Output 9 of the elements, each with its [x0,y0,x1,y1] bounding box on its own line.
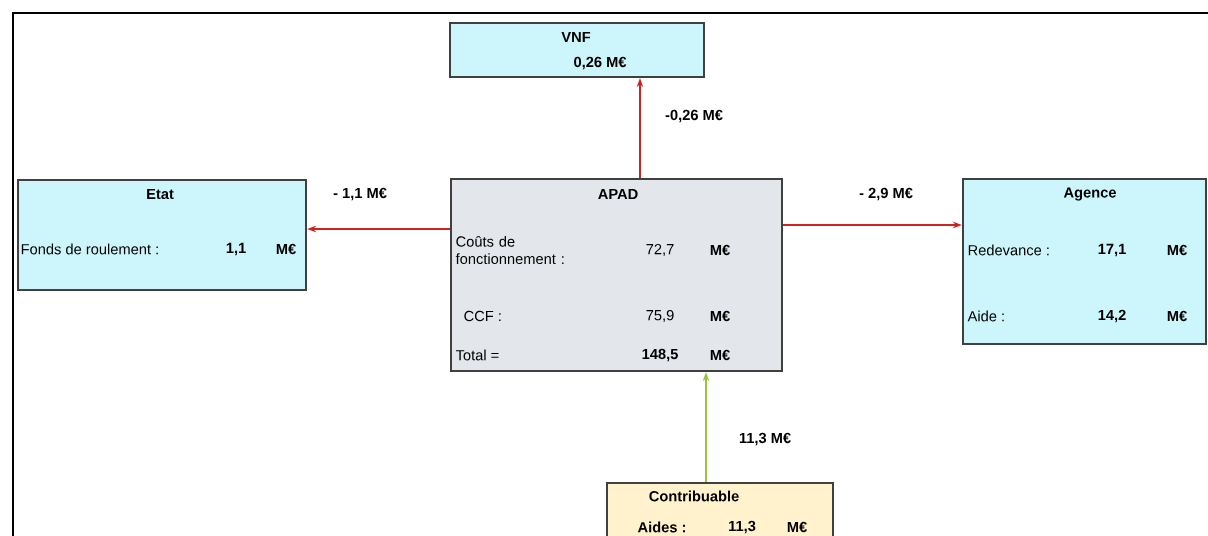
edge-label: - 2,9 M€ [857,186,915,202]
account-box: Contribuable Aides : 11,3 M€ [606,482,834,536]
edge-label: 11,3 M€ [737,431,793,447]
edge-label: - 1,1 M€ [331,186,389,202]
account-box: APAD Coûts de fonctionnement : 72,7 M€ CCF : 75,9 M€ Total = 148,5 M€ [450,178,783,372]
account-box: Agence Redevance : 17,1 M€ Aide : 14,2 M€ [962,178,1207,345]
account-box: Etat Fonds de roulement : 1,1 M€ [17,179,307,291]
edge-label: -0,26 M€ [663,108,725,124]
account-box: VNF 0,26 M€ [449,22,705,78]
